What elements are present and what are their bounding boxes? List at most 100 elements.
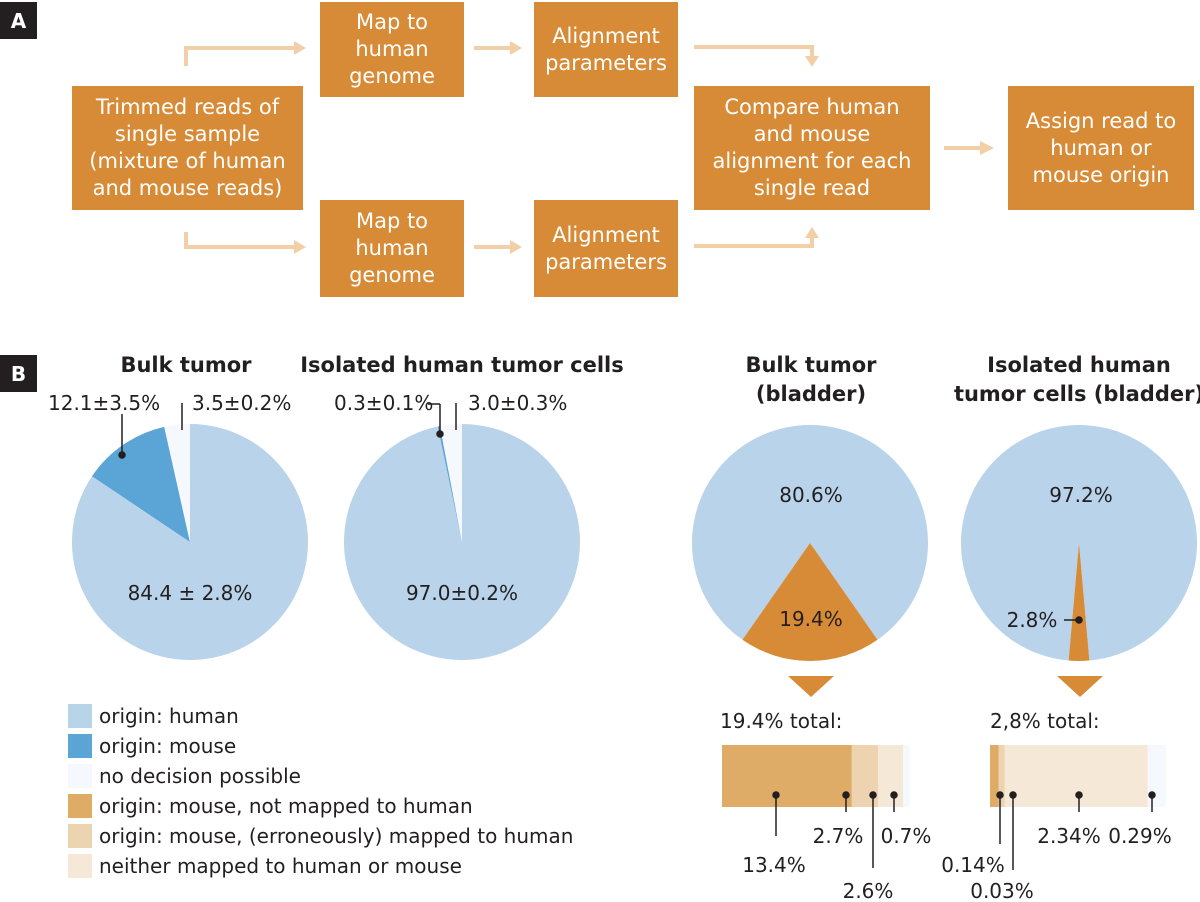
- legend-item-mouse-mapped: origin: mouse, (erroneously) mapped to h…: [68, 822, 628, 850]
- box-text-line: human or: [1050, 135, 1152, 160]
- box-text-line: alignment for each: [712, 149, 912, 173]
- leader-dot-mouse: [436, 430, 444, 438]
- down-arrow: [788, 676, 834, 697]
- bar-label-2: 0.03%: [970, 879, 1034, 902]
- slice-human: [72, 424, 308, 660]
- legend-label: origin: mouse, (erroneously) mapped to h…: [99, 824, 574, 848]
- box-text-line: parameters: [545, 249, 667, 274]
- bar-segment-mouse-not-mapped: [990, 745, 999, 807]
- legend-swatch: [68, 854, 92, 878]
- box-text-line: Assign read to: [1025, 108, 1177, 133]
- label-mouse: 12.1±3.5%: [48, 391, 160, 415]
- legend-label: neither mapped to human or mouse: [99, 854, 462, 878]
- legend-swatch: [68, 794, 92, 818]
- bar-segment-no-decision: [903, 745, 910, 807]
- legend-label: origin: mouse, not mapped to human: [99, 794, 473, 818]
- bar-label-2: 2.7%: [813, 824, 864, 848]
- box-text-line: Trimmed reads of: [95, 95, 280, 119]
- leader-dot-mouse: [1075, 616, 1083, 624]
- box-text-line: parameters: [545, 50, 667, 75]
- box-text-line: mouse origin: [1032, 162, 1170, 187]
- legend-item-neither: neither mapped to human or mouse: [68, 852, 628, 880]
- slice-mouse: [1068, 543, 1090, 661]
- chart-isolated-tumor-cells: Isolated human tumor cells 97.0±0.2% 0.3…: [300, 353, 624, 660]
- box-text-line: single read: [753, 176, 871, 200]
- box-text-line: Map to: [355, 209, 429, 233]
- box-text-line: Alignment: [552, 23, 660, 48]
- box-text-line: and mouse reads): [92, 176, 283, 200]
- box-text-line: human: [355, 236, 429, 260]
- chart-title-line-2: (bladder): [756, 382, 866, 406]
- slice-mouse: [742, 543, 878, 661]
- box-text-line: Compare human: [724, 95, 900, 119]
- chart-title-line-1: Isolated human: [987, 353, 1171, 377]
- legend-item-mouse-not-mapped: origin: mouse, not mapped to human: [68, 792, 628, 820]
- legend-item-human: origin: human: [68, 702, 628, 730]
- label-human: 80.6%: [779, 483, 843, 507]
- legend-item-mouse: origin: mouse: [68, 732, 628, 760]
- chart-title-line-1: Bulk tumor: [745, 353, 877, 377]
- chart-bulk-tumor: Bulk tumor 84.4 ± 2.8% 12.1±3.5% 3.5±0.2…: [48, 353, 308, 660]
- box-text-line: human: [355, 37, 429, 61]
- slice-human: [961, 424, 1197, 661]
- label-human: 84.4 ± 2.8%: [128, 581, 253, 605]
- box-text-line: genome: [349, 64, 435, 88]
- slice-no-decision: [439, 424, 462, 542]
- legend-label: origin: mouse: [99, 734, 237, 758]
- slice-human: [344, 424, 580, 660]
- chart-bulk-tumor-bladder: Bulk tumor (bladder) 80.6% 19.4% 19.4% t…: [692, 353, 931, 902]
- panel-a-label: A: [0, 2, 37, 39]
- bar-label-3: 2.34%: [1037, 824, 1101, 848]
- label-human: 97.2%: [1049, 483, 1113, 507]
- chart-isolated-tumor-cells-bladder: Isolated human tumor cells (bladder) 97.…: [941, 353, 1200, 902]
- label-mouse: 19.4%: [779, 607, 843, 631]
- bar-segment-mouse-mapped: [998, 745, 1005, 807]
- box-trimmed-reads: Trimmed reads of single sample (mixture of…: [72, 86, 303, 210]
- box-text-line: Map to: [355, 10, 429, 34]
- label-mouse: 0.3±0.1%: [334, 391, 433, 415]
- legend-item-no-decision: no decision possible: [68, 762, 628, 790]
- box-text-line: and mouse: [753, 122, 871, 146]
- box-map-bottom: Map to human genome: [320, 200, 464, 297]
- bar-label-1: 13.4%: [742, 853, 806, 877]
- legend-label: no decision possible: [99, 764, 301, 788]
- slice-no-decision: [164, 424, 190, 542]
- slice-mouse: [437, 426, 462, 542]
- slice-mouse: [91, 426, 190, 542]
- bar-segment-neither: [878, 745, 904, 807]
- bar-segment-neither: [1004, 745, 1148, 807]
- bar-label-4: 0.7%: [881, 824, 932, 848]
- legend-swatch: [68, 824, 92, 848]
- chart-title: Bulk tumor: [120, 353, 252, 377]
- box-text-line: (mixture of human: [89, 149, 286, 173]
- bar-label-3: 2.6%: [843, 879, 894, 902]
- legend-swatch: [68, 704, 92, 728]
- slice-human: [692, 425, 928, 640]
- legend-swatch: [68, 764, 92, 788]
- legend-label: origin: human: [99, 704, 239, 728]
- bar-label-4: 0.29%: [1108, 824, 1172, 848]
- box-text-line: genome: [349, 263, 435, 287]
- legend-swatch: [68, 734, 92, 758]
- box-text-line: Alignment: [552, 222, 660, 247]
- label-mouse: 2.8%: [1007, 608, 1058, 632]
- label-human: 97.0±0.2%: [406, 581, 518, 605]
- box-text-line: single sample: [114, 122, 261, 146]
- bar-label-1: 0.14%: [941, 853, 1005, 877]
- total-label: 19.4% total:: [720, 709, 842, 733]
- total-label: 2,8% total:: [990, 709, 1100, 733]
- leader-dot-mouse: [118, 451, 126, 459]
- down-arrow: [1057, 676, 1103, 697]
- label-no-decision: 3.5±0.2%: [192, 391, 291, 415]
- label-no-decision: 3.0±0.3%: [468, 391, 567, 415]
- panel-b-label: B: [0, 355, 37, 392]
- bar-segment-mouse-not-mapped: [722, 745, 852, 807]
- box-compare: Compare human and mouse alignment for each…: [694, 86, 930, 210]
- box-map-top: Map to human genome: [320, 2, 464, 97]
- chart-title-line-2: tumor cells (bladder): [954, 382, 1200, 406]
- chart-title: Isolated human tumor cells: [300, 353, 624, 377]
